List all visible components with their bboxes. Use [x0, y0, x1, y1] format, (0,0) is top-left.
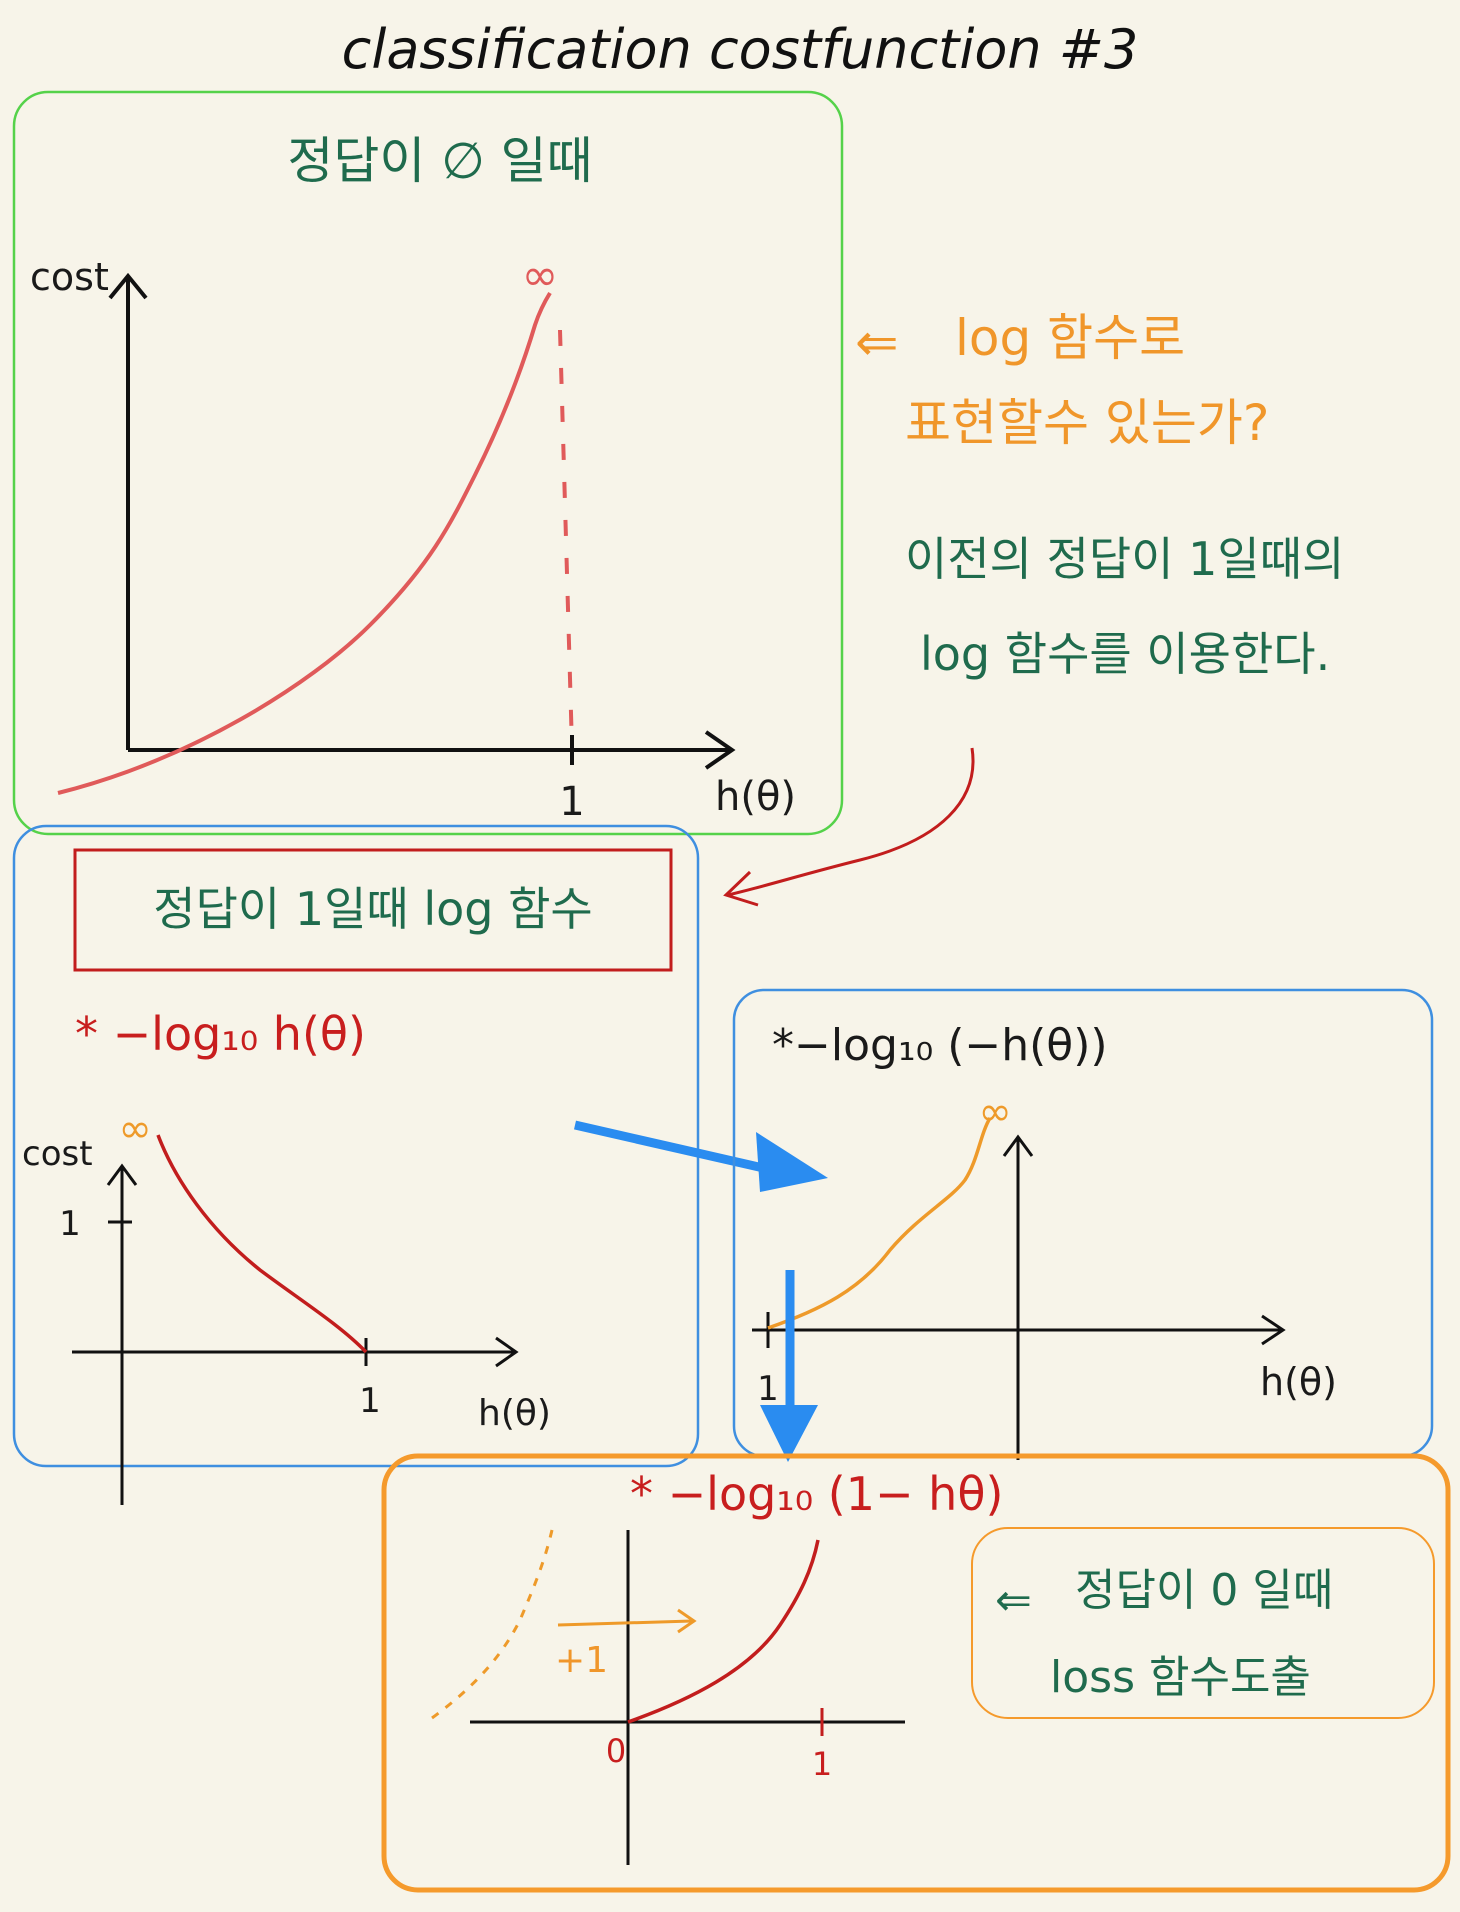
panel-answer-zero-loss: * −log₁₀ (1− hθ) 0 1 +1 ⇐ 정답이 0 일때 loss … — [381, 1453, 1451, 1893]
note-log-question: ⇐ log 함수로 표현할수 있는가? — [855, 309, 1269, 452]
panel-answer-zero-border — [12, 90, 844, 836]
panel2-infinity-label: ∞ — [118, 1106, 151, 1152]
infinity-label: ∞ — [522, 250, 559, 301]
neg-h-curve — [767, 1117, 992, 1330]
blue-arrow-right — [573, 1120, 828, 1192]
blue-arrow-right-head — [756, 1132, 828, 1192]
blue-arrow-down — [760, 1270, 818, 1462]
page-title: classification costfunction #3 — [342, 18, 1139, 81]
panel2-x-tick-one-label: 1 — [359, 1381, 381, 1421]
loss-note-line1: 정답이 0 일때 — [1075, 1565, 1333, 1616]
blue-arrow-right-shaft — [573, 1120, 774, 1175]
blue-arrow-down-head — [760, 1405, 818, 1462]
note-use-previous: 이전의 정답이 1일때의 log 함수를 이용한다. — [905, 532, 1344, 681]
panel4-tick-one-label: 1 — [812, 1745, 832, 1783]
panel2-x-axis-label: h(θ) — [478, 1393, 551, 1434]
panel-answer-zero: 정답이 ∅ 일때 cost ∞ 1 h(θ) — [12, 90, 844, 836]
cost-axis-label: cost — [30, 255, 109, 299]
neg-log-curve — [156, 1134, 368, 1354]
answer-one-label-box — [73, 848, 673, 972]
panel4-tick-zero-label: 0 — [606, 1732, 626, 1770]
red-arrow-head — [723, 870, 759, 907]
loss-note-box — [971, 1527, 1435, 1719]
red-arrow-shaft — [727, 747, 975, 897]
shift-arrow-shaft — [557, 1619, 693, 1627]
panel-neg-h: *−log₁₀ (−h(θ)) ∞ 1 h(θ) — [732, 988, 1434, 1460]
shift-arrow-head — [677, 1608, 697, 1634]
panel-answer-one: 정답이 1일때 log 함수 * −log₁₀ h(θ) cost ∞ 1 1 … — [12, 824, 700, 1505]
answer-one-label: 정답이 1일때 log 함수 — [153, 882, 593, 936]
shift-label: +1 — [555, 1640, 608, 1681]
loss-note-arrow-icon: ⇐ — [995, 1575, 1032, 1626]
one-minus-h-formula: * −log₁₀ (1− hθ) — [630, 1467, 1003, 1521]
loss-note-line2: loss 함수도출 — [1050, 1652, 1311, 1703]
neg-h-formula: *−log₁₀ (−h(θ)) — [772, 1020, 1108, 1071]
x-axis-arrowhead — [704, 730, 736, 770]
x-tick-one-label: 1 — [559, 779, 584, 825]
panel3-tick-one-label: 1 — [757, 1369, 779, 1409]
panel2-cost-label: cost — [22, 1134, 93, 1174]
panel2-y-arrowhead — [106, 1163, 138, 1186]
panel-answer-zero-heading: 정답이 ∅ 일때 — [287, 132, 592, 190]
left-arrow-icon: ⇐ — [855, 313, 899, 373]
y-axis-arrowhead — [108, 272, 148, 300]
panel2-y-tick-one-label: 1 — [59, 1204, 81, 1244]
cost-curve — [57, 291, 552, 795]
answer-one-formula: * −log₁₀ h(θ) — [75, 1007, 366, 1061]
note-use-line2: log 함수를 이용한다. — [920, 627, 1330, 681]
panel3-x-axis-label: h(θ) — [1260, 1360, 1337, 1404]
x-axis-label: h(θ) — [715, 774, 796, 820]
note-log-line2: 표현할수 있는가? — [905, 394, 1269, 452]
red-arrow — [723, 747, 975, 907]
one-minus-h-curve — [627, 1539, 820, 1724]
panel3-infinity-label: ∞ — [978, 1089, 1011, 1135]
panel3-x-arrowhead — [1261, 1314, 1286, 1346]
note-log-line1: log 함수로 — [955, 309, 1185, 367]
panel2-x-arrowhead — [495, 1336, 519, 1368]
panel3-y-arrowhead — [1002, 1134, 1034, 1157]
shifted-dotted-curve — [431, 1529, 554, 1720]
note-use-line1: 이전의 정답이 1일때의 — [905, 532, 1344, 586]
panel-answer-zero-loss-border — [381, 1453, 1451, 1893]
panel-answer-one-border — [12, 824, 700, 1468]
asymptote-line — [558, 329, 574, 749]
